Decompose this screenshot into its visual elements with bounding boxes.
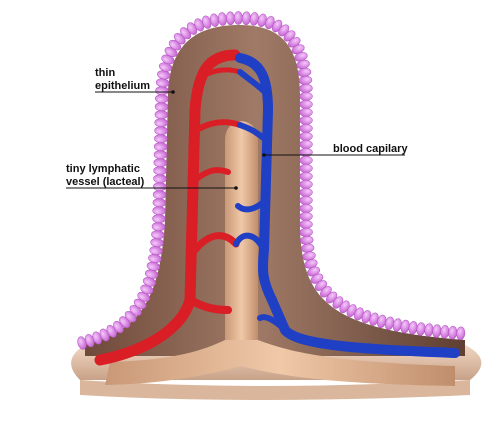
epithelial-cell bbox=[152, 190, 167, 200]
epithelium-layer bbox=[77, 11, 466, 350]
epithelial-cell bbox=[416, 322, 426, 336]
epithelial-cell bbox=[299, 107, 313, 117]
epithelial-cell bbox=[456, 326, 466, 341]
epithelial-cell bbox=[155, 78, 170, 88]
epithelial-cell bbox=[150, 238, 164, 248]
epithelial-cell bbox=[432, 324, 442, 338]
venous-capillaries bbox=[233, 53, 460, 358]
epithelial-cell bbox=[299, 123, 313, 133]
epithelial-cell bbox=[153, 166, 167, 176]
epithelial-cell bbox=[298, 75, 313, 85]
epithelial-cell bbox=[153, 158, 168, 168]
label-thin-epithelium: thin epithelium bbox=[95, 67, 175, 94]
epithelial-cell bbox=[299, 155, 313, 165]
epithelial-cell bbox=[151, 222, 166, 232]
epithelial-cell bbox=[154, 134, 168, 144]
epithelial-cell bbox=[299, 195, 313, 205]
epithelial-cell bbox=[299, 211, 313, 221]
epithelial-cell bbox=[299, 139, 313, 149]
epithelial-cell bbox=[300, 243, 315, 253]
epithelial-cell bbox=[299, 131, 313, 141]
label-lacteal: tiny lymphatic vessel (lacteal) bbox=[66, 163, 238, 190]
label-lacteal-line2: vessel (lacteal) bbox=[66, 176, 145, 188]
epithelial-cell bbox=[151, 230, 165, 240]
epithelial-cell bbox=[225, 11, 235, 26]
epithelial-cell bbox=[241, 11, 251, 25]
epithelial-cell bbox=[299, 219, 313, 229]
label-blood-capillary-text: blood capilary bbox=[333, 143, 408, 155]
epithelial-cell bbox=[299, 163, 313, 173]
epithelial-cell bbox=[424, 323, 434, 337]
epithelial-cell bbox=[152, 214, 166, 224]
epithelial-cell bbox=[299, 91, 313, 101]
epithelial-cell bbox=[155, 94, 169, 104]
epithelial-cell bbox=[233, 11, 243, 25]
epithelial-cell bbox=[152, 206, 166, 216]
label-thin-epithelium-line1: thin bbox=[95, 67, 115, 79]
epithelial-cell bbox=[217, 12, 227, 26]
epithelial-cell bbox=[154, 110, 169, 120]
epithelial-cell bbox=[153, 182, 167, 192]
epithelial-cell bbox=[299, 171, 313, 181]
epithelial-cell bbox=[299, 83, 313, 93]
epithelial-cell bbox=[440, 325, 450, 339]
epithelial-cell bbox=[154, 118, 168, 128]
label-blood-capillary: blood capilary bbox=[262, 143, 408, 157]
epithelial-cell bbox=[299, 99, 313, 109]
epithelial-cell bbox=[153, 174, 167, 184]
label-thin-epithelium-line2: epithelium bbox=[95, 80, 150, 92]
epithelial-cell bbox=[299, 179, 313, 189]
epithelial-cell bbox=[153, 150, 168, 160]
epithelial-cell bbox=[249, 12, 259, 26]
epithelial-cell bbox=[153, 142, 168, 152]
epithelial-cell bbox=[299, 187, 313, 197]
arterial-capillaries bbox=[94, 49, 243, 366]
epithelial-cell bbox=[152, 198, 167, 208]
label-lacteal-line1: tiny lymphatic bbox=[66, 163, 140, 175]
epithelial-cell bbox=[299, 115, 313, 125]
epithelial-cell bbox=[149, 246, 163, 256]
epithelial-cell bbox=[448, 325, 458, 340]
epithelial-cell bbox=[154, 102, 169, 112]
villus-body bbox=[85, 25, 465, 356]
epithelial-cell bbox=[299, 203, 313, 213]
epithelial-cell bbox=[299, 227, 313, 237]
epithelial-cell bbox=[154, 126, 168, 136]
epithelial-cell bbox=[299, 235, 314, 245]
epithelial-cell bbox=[155, 86, 169, 96]
